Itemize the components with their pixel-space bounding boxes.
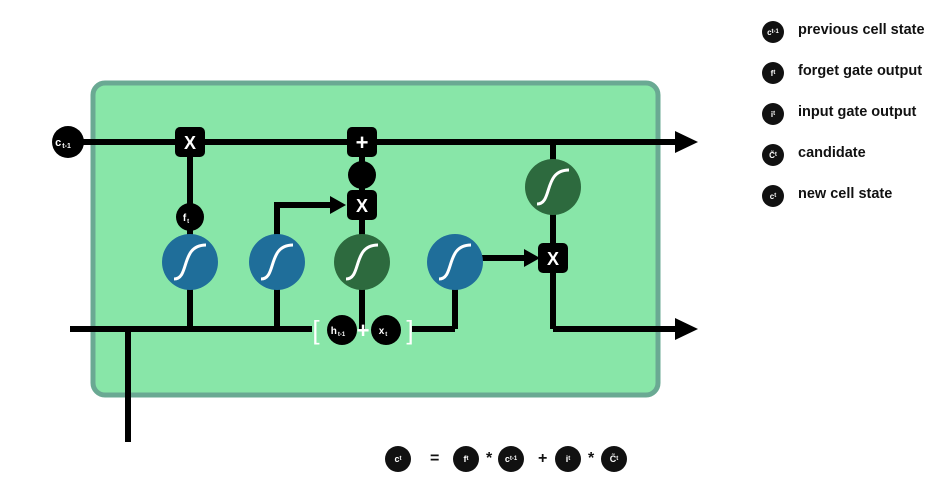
ct-tilde-dot xyxy=(348,161,376,189)
equation-equals: = xyxy=(430,450,440,467)
legend-item-candidate: C̃t candidate xyxy=(762,141,947,182)
legend-symbol: C̃t xyxy=(762,144,784,166)
svg-text:[: [ xyxy=(312,315,320,345)
legend-label: previous cell state xyxy=(798,22,925,38)
svg-text:X: X xyxy=(184,133,196,153)
forget-gate-sigmoid xyxy=(162,234,218,290)
candidate-tanh xyxy=(334,234,390,290)
cell-add-node: + xyxy=(347,127,377,157)
output-tanh xyxy=(525,159,581,215)
input-multiply-node: X xyxy=(347,190,377,220)
ct-prev-dot: ct-1 xyxy=(52,126,84,158)
equation-times-1: * xyxy=(486,450,493,467)
equation-times-2: * xyxy=(588,450,595,467)
output-gate-arrow xyxy=(524,249,540,267)
svg-text:X: X xyxy=(356,196,368,216)
ft-dot: ft xyxy=(176,203,204,231)
output-arrow xyxy=(675,318,698,340)
input-gate-sigmoid xyxy=(249,234,305,290)
forget-multiply-node: X xyxy=(175,127,205,157)
output-gate-sigmoid xyxy=(427,234,483,290)
svg-text:ht-1: ht-1 xyxy=(331,326,346,338)
input-gate-arrow xyxy=(330,196,346,214)
equation-plus: + xyxy=(538,450,548,467)
legend-label: candidate xyxy=(798,145,866,161)
svg-text:ft: ft xyxy=(183,213,189,225)
svg-text:]: ] xyxy=(406,315,413,345)
svg-text:+: + xyxy=(356,130,369,155)
svg-text:ct-1: ct-1 xyxy=(55,137,71,150)
cell-state-arrow xyxy=(675,131,698,153)
svg-text:xt: xt xyxy=(379,326,388,338)
legend-label: forget gate output xyxy=(798,63,923,79)
output-multiply-node: X xyxy=(538,243,568,273)
concat-group: [ ht-1 + xt ] xyxy=(312,315,414,345)
legend-label: input gate output xyxy=(798,104,917,120)
svg-text:+: + xyxy=(357,318,370,343)
svg-text:X: X xyxy=(547,249,559,269)
equation-ct-tilde: C̃t xyxy=(601,446,627,472)
legend-label: new cell state xyxy=(798,186,893,202)
